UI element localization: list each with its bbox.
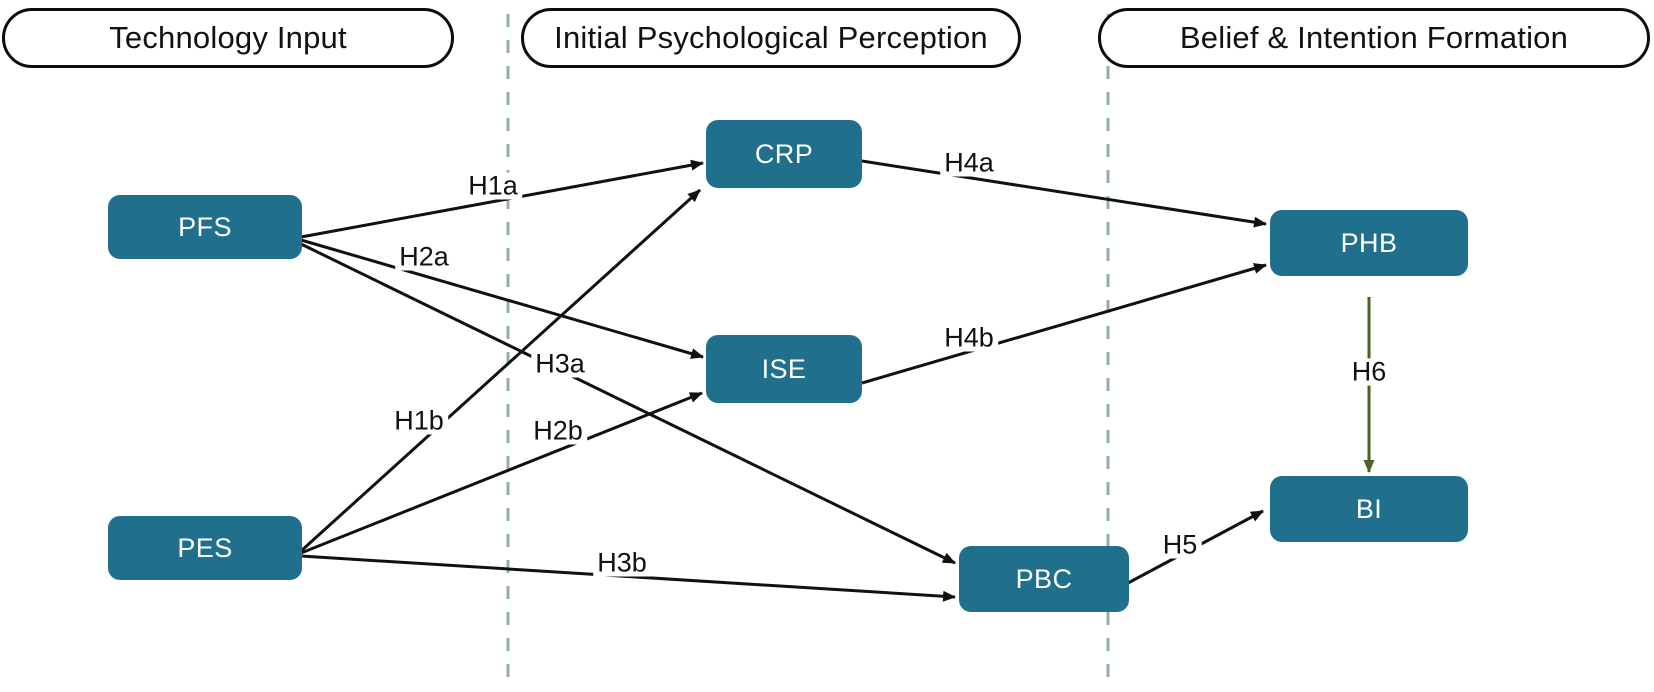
edge-label-h3a: H3a [531,348,589,379]
edge-line-h3a [300,242,956,565]
node-pbc[interactable]: PBC [959,546,1129,612]
edge-label-h2b: H2b [529,415,587,446]
edge-line-h3b [300,554,956,602]
node-pes[interactable]: PES [108,516,302,580]
stage-pill-label: Belief & Intention Formation [1179,20,1569,55]
node-bi[interactable]: BI [1270,476,1468,542]
edge-label-text: H5 [1162,529,1198,560]
edge-line-h2b [300,391,703,555]
edge-label-text: H3a [535,348,585,379]
edge-label-text: H2b [533,415,583,446]
edge-label-h2a: H2a [395,241,453,272]
node-phb[interactable]: PHB [1270,210,1468,276]
node-pfs[interactable]: PFS [108,195,302,259]
stage-pill-label: Technology Input [109,20,347,55]
node-label: PFS [178,211,232,242]
edge-label-h1a: H1a [464,170,522,201]
edge-label-text: H1a [468,170,518,201]
node-label: ISE [761,353,807,384]
edge-label-text: H6 [1351,356,1387,387]
edge-line-h1a [300,159,704,239]
node-label: PBC [1015,563,1073,594]
stage-pill-technology-input[interactable]: Technology Input [2,8,454,68]
node-ise[interactable]: ISE [706,335,862,403]
edge-line-h2a [300,238,704,359]
node-label: PES [177,532,233,563]
edge-label-text: H4b [944,322,994,353]
edge-label-text: H1b [394,405,444,436]
edge-label-text: H4a [944,147,994,178]
edge-label-text: H2a [399,241,449,272]
stage-pill-label: Initial Psychological Perception [554,20,988,55]
edge-label-h4a: H4a [940,147,998,178]
node-label: CRP [754,138,814,169]
edge-line-h4b [861,263,1267,385]
stage-pill-initial-psychological-perception[interactable]: Initial Psychological Perception [521,8,1021,68]
edge-label-h3b: H3b [593,547,651,578]
stage-pill-belief-intention-formation[interactable]: Belief & Intention Formation [1098,8,1650,68]
edge-label-h6: H6 [1347,356,1391,387]
edge-line-h1b [299,188,702,553]
node-label: PHB [1340,227,1398,258]
edge-label-text: H3b [597,547,647,578]
node-label: BI [1355,493,1383,524]
node-crp[interactable]: CRP [706,120,862,188]
edge-label-h5: H5 [1158,529,1202,560]
edge-label-h1b: H1b [390,405,448,436]
edge-label-h4b: H4b [940,322,998,353]
edge-line-h4a [861,159,1267,228]
